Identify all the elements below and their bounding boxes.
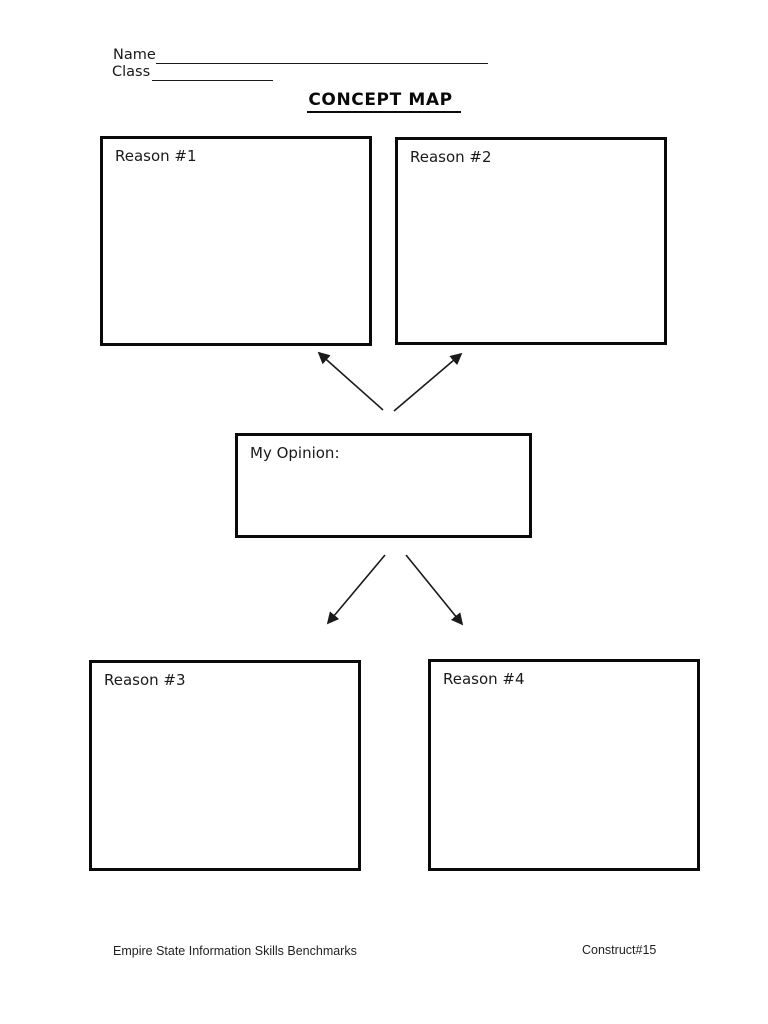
name-fill-line [156,63,488,64]
footer-benchmark-text: Empire State Information Skills Benchmar… [113,944,357,958]
reason-1-box: Reason #1 [100,136,372,346]
arrow-opinion-to-reason1 [317,351,384,411]
my-opinion-label: My Opinion: [250,444,340,462]
class-field-label: Class [112,64,151,80]
reason-2-box: Reason #2 [395,137,667,345]
reason-1-label: Reason #1 [115,147,197,165]
arrow-opinion-to-reason3 [326,554,386,625]
footer-construct-number: Construct#15 [582,943,657,957]
reason-2-label: Reason #2 [410,148,492,166]
page-title: CONCEPT MAP [307,90,461,113]
reason-3-label: Reason #3 [104,671,186,689]
page-title-row: CONCEPT MAP [0,90,768,113]
arrow-opinion-to-reason2 [393,352,463,412]
reason-3-box: Reason #3 [89,660,361,871]
class-fill-line [152,80,273,81]
name-field-label: Name [113,47,156,63]
reason-4-label: Reason #4 [443,670,525,688]
reason-4-box: Reason #4 [428,659,700,871]
my-opinion-box: My Opinion: [235,433,532,538]
arrow-opinion-to-reason4 [405,554,464,626]
